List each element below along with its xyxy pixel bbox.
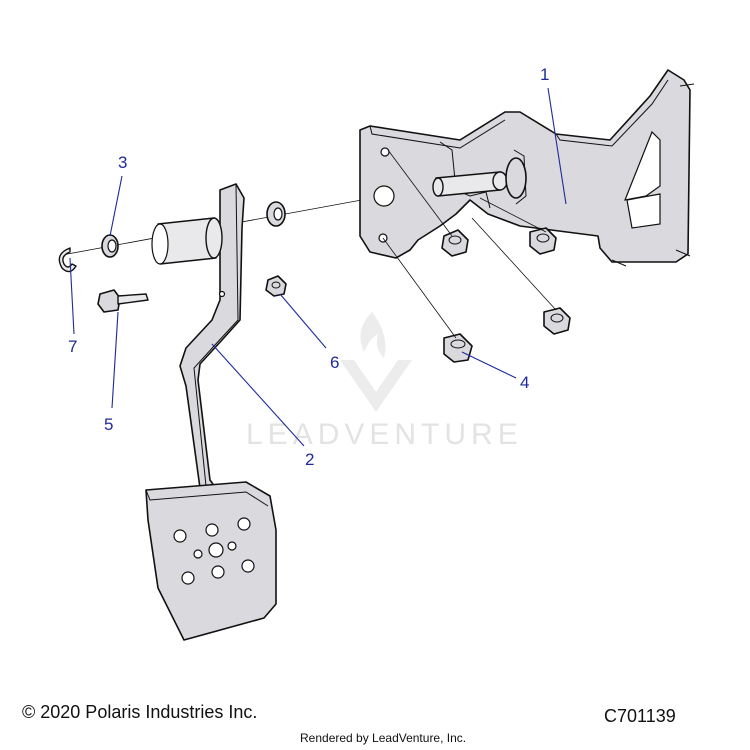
leadventure-watermark: LEADVENTURE [246, 312, 523, 451]
diagram-code: C701139 [604, 706, 676, 726]
callout-4: 4 [520, 373, 529, 392]
watermark-text: LEADVENTURE [246, 418, 523, 451]
flange-nut [443, 333, 473, 363]
small-flange-nut [265, 275, 287, 297]
callout-1: 1 [540, 65, 549, 84]
flange-nut [529, 227, 557, 255]
callout-3: 3 [118, 153, 127, 172]
callout-5: 5 [104, 415, 113, 434]
mounting-bracket [359, 69, 695, 267]
pivot-shaft [432, 157, 527, 199]
leader-3 [109, 175, 123, 237]
flange-nut [543, 307, 571, 335]
leader-5 [111, 311, 119, 409]
leader-2 [211, 343, 305, 447]
callout-7: 7 [68, 337, 77, 356]
pedal-arm [151, 183, 245, 499]
leader-1 [547, 87, 567, 205]
flange-nut [441, 229, 469, 257]
flange-nut-group [382, 149, 571, 363]
callout-6: 6 [330, 353, 339, 372]
e-clip [58, 247, 77, 273]
leader-6 [279, 293, 327, 349]
bushing-right [266, 201, 286, 227]
callout-2: 2 [305, 450, 314, 469]
leader-7 [69, 257, 75, 335]
copyright-notice: © 2020 Polaris Industries Inc. [22, 702, 258, 722]
leader-4 [461, 351, 517, 379]
bushing-left [101, 234, 119, 258]
pedal-pad [145, 481, 277, 641]
rendered-by-credit: Rendered by LeadVenture, Inc. [300, 731, 467, 745]
shoulder-bolt [97, 289, 149, 313]
